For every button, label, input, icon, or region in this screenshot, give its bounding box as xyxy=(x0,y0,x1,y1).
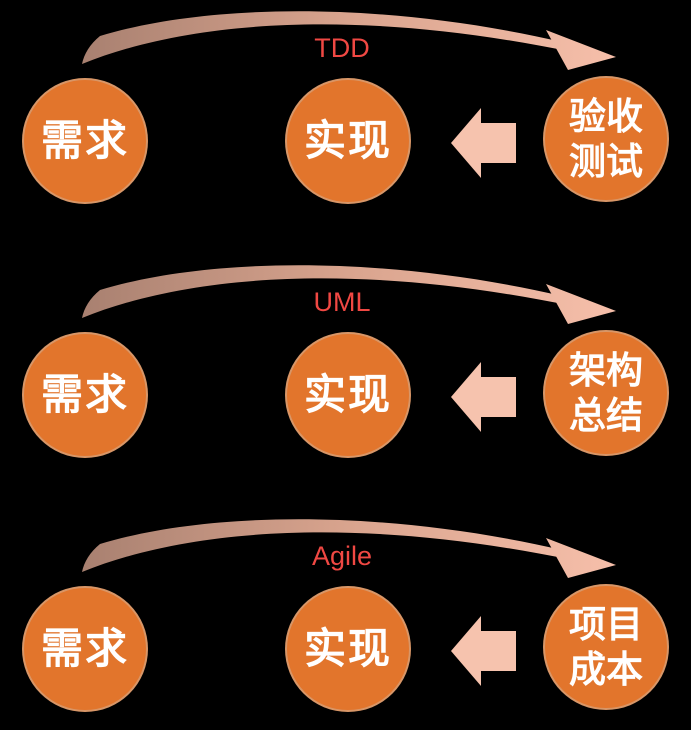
acceptance-test-text: 验收 测试 xyxy=(569,96,643,182)
loopback-arrowhead xyxy=(546,30,616,70)
loopback-arrow xyxy=(82,519,572,572)
cycle-row-uml: UML 需求 实现 架构 总结 xyxy=(0,254,691,476)
method-label-tdd: TDD xyxy=(314,33,370,63)
implementation-circle: 实现 xyxy=(285,332,411,458)
requirements-text: 需求 xyxy=(40,371,129,418)
implementation-circle: 实现 xyxy=(285,78,411,204)
implementation-circle: 实现 xyxy=(285,586,411,712)
loopback-arrowhead xyxy=(546,284,616,324)
loopback-arrow xyxy=(82,11,572,64)
implementation-text: 实现 xyxy=(303,371,392,418)
cycle-row-agile: Agile 需求 实现 项目 成本 xyxy=(0,508,691,730)
left-block-arrow xyxy=(451,108,516,178)
left-block-arrow xyxy=(451,616,516,686)
project-cost-circle: 项目 成本 xyxy=(543,584,669,710)
requirements-text: 需求 xyxy=(40,117,129,164)
method-label-uml: UML xyxy=(313,287,371,317)
requirements-circle: 需求 xyxy=(22,586,148,712)
loopback-arrow xyxy=(82,265,572,318)
architecture-summary-text: 架构 总结 xyxy=(569,350,643,436)
requirements-text: 需求 xyxy=(40,625,129,672)
implementation-text: 实现 xyxy=(303,625,392,672)
requirements-circle: 需求 xyxy=(22,332,148,458)
arrow-graphics xyxy=(82,519,616,686)
cycle-row-tdd: TDD 需求 实现 验收 测试 xyxy=(0,0,691,222)
project-cost-text: 项目 成本 xyxy=(569,604,643,690)
architecture-summary-circle: 架构 总结 xyxy=(543,330,669,456)
arrow-graphics xyxy=(82,265,616,432)
acceptance-test-circle: 验收 测试 xyxy=(543,76,669,202)
implementation-text: 实现 xyxy=(303,117,392,164)
loopback-arrowhead xyxy=(546,538,616,578)
left-block-arrow xyxy=(451,362,516,432)
requirements-circle: 需求 xyxy=(22,78,148,204)
method-label-agile: Agile xyxy=(311,541,373,571)
arrow-graphics xyxy=(82,11,616,178)
